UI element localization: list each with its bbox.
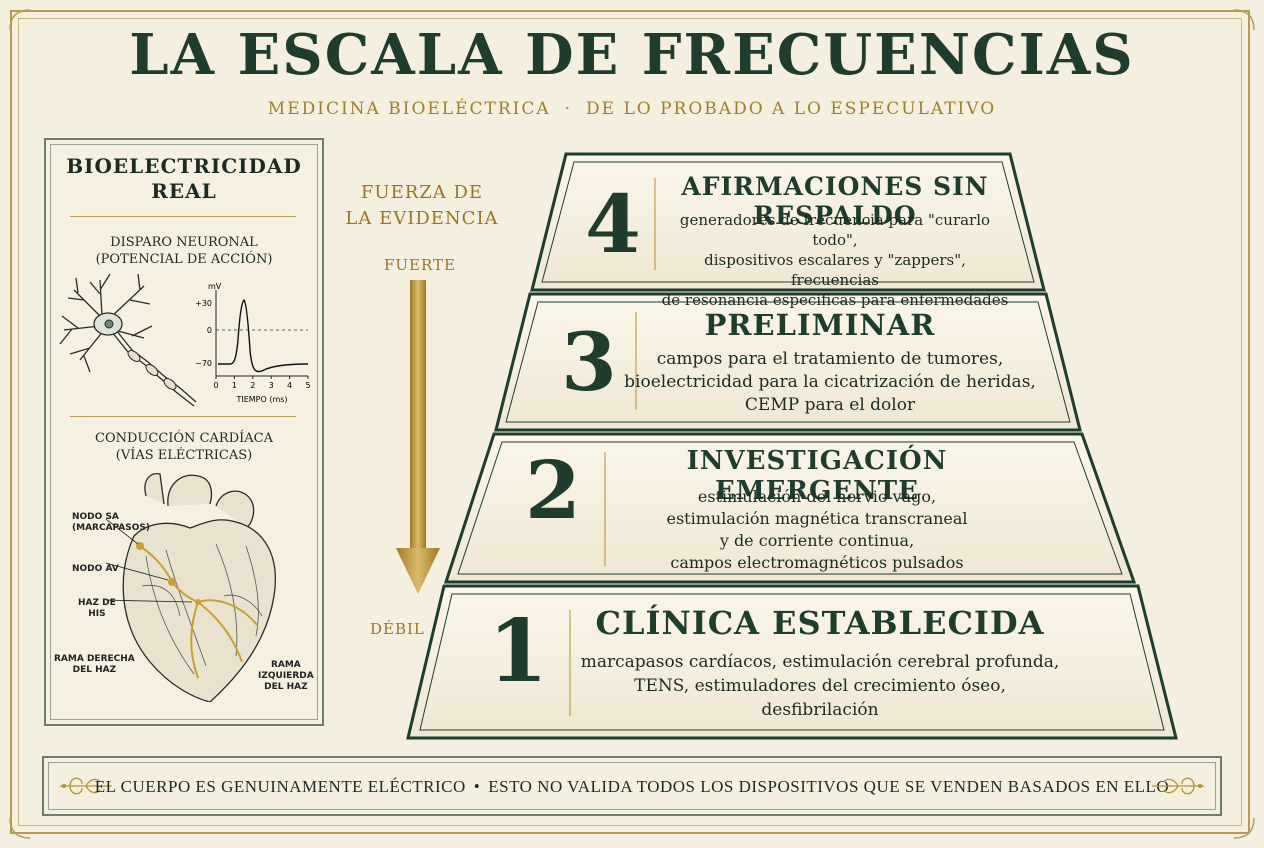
tier-2-frame xyxy=(443,432,1137,584)
tier-3-description: campos para el tratamiento de tumores, b… xyxy=(620,348,1040,417)
heart-illustration xyxy=(106,473,276,702)
heart-caption-line2: (VÍAS ELÉCTRICAS) xyxy=(115,448,253,463)
tier-3-frame xyxy=(494,292,1082,432)
outer-border xyxy=(10,10,1250,834)
tier-3-line-1: campos para el tratamiento de tumores, xyxy=(656,349,1004,369)
neuron-caption-line1: DISPARO NEURONAL xyxy=(110,235,258,250)
action-potential-chart: mV +30 0 −70 0 1 2 3 4 5 TIEMPO (ms) xyxy=(195,282,311,404)
label-sa-line2: (MARCAPASOS) xyxy=(72,523,150,533)
x-tick-label: 5 xyxy=(305,381,310,390)
banner-message: EL CUERPO ES GENUINAMENTE ELÉCTRICO • ESTO… xyxy=(44,777,1220,797)
tier-2-number: 2 xyxy=(525,443,581,537)
tier-1-number: 1 xyxy=(488,601,548,702)
evidence-arrow xyxy=(396,280,440,594)
tier-2-line-1: estimulación del nervio vago, xyxy=(697,487,937,506)
label-left-line2: IZQUIERDA xyxy=(258,671,314,681)
heart-caption-line1: CONDUCCIÓN CARDÍACA xyxy=(95,431,273,446)
panel-title-line1: BIOELECTRICIDAD xyxy=(66,154,302,178)
tier-2-line-4: campos electromagnéticos pulsados xyxy=(670,553,964,572)
banner-separator: • xyxy=(473,777,481,796)
tier-3-line-3: CEMP para el dolor xyxy=(744,395,916,415)
label-his-line1: HAZ DE xyxy=(78,598,116,608)
label-right-bundle: RAMA DERECHA DEL HAZ xyxy=(54,654,135,676)
x-axis-label: TIEMPO (ms) xyxy=(235,395,287,404)
neuron-illustration xyxy=(59,273,197,407)
tier-2-line-3: y de corriente continua, xyxy=(719,531,915,550)
tier-2-heading: INVESTIGACIÓN EMERGENTE xyxy=(686,446,948,506)
x-tick-label: 4 xyxy=(287,381,292,390)
x-tick-label: 0 xyxy=(213,381,218,390)
tier-3-number: 3 xyxy=(561,315,617,409)
y-tick-0: 0 xyxy=(207,326,212,335)
banner-right-text: ESTO NO VALIDA TODOS LOS DISPOSITIVOS QU… xyxy=(488,777,1170,796)
tier-4-line-1: generadores de frecuencia para "curarlo … xyxy=(679,211,991,249)
action-potential-trace xyxy=(218,299,309,373)
y-tick-minus70: −70 xyxy=(195,359,212,368)
neuron-caption-line2: (POTENCIAL DE ACCIÓN) xyxy=(95,252,273,267)
label-left-line1: RAMA xyxy=(270,660,301,670)
evidence-axis-label: FUERZA DE LA EVIDENCIA xyxy=(340,180,504,232)
label-right-line1: RAMA DERECHA xyxy=(54,654,135,664)
panel-title-line2: REAL xyxy=(151,179,217,203)
tier-4-line-2: dispositivos escalares y "zappers", frec… xyxy=(704,251,966,289)
panel-inner-border xyxy=(50,144,318,720)
tier-1-line-3: desfibrilación xyxy=(761,700,879,720)
x-tick-label: 1 xyxy=(232,381,237,390)
label-sa-node: NODO SA (MARCAPASOS) xyxy=(72,512,150,534)
x-tick-label: 3 xyxy=(269,381,274,390)
banner-inner-border xyxy=(48,762,1216,810)
tier-1-heading: CLÍNICA ESTABLECIDA xyxy=(595,604,1045,642)
tier-4-frame xyxy=(530,152,1046,292)
heart-caption: CONDUCCIÓN CARDÍACA (VÍAS ELÉCTRICAS) xyxy=(46,430,322,464)
label-his-line2: HIS xyxy=(88,609,106,619)
banner-left-text: EL CUERPO ES GENUINAMENTE ELÉCTRICO xyxy=(94,777,466,796)
tier-3-heading: PRELIMINAR xyxy=(704,308,936,342)
inner-border xyxy=(18,18,1242,826)
subtitle-left: MEDICINA BIOELÉCTRICA xyxy=(267,99,551,119)
left-flourish-icon xyxy=(60,777,112,795)
label-his-bundle: HAZ DE HIS xyxy=(78,598,116,620)
evidence-label-line2: LA EVIDENCIA xyxy=(345,208,499,229)
x-tick-group: 0 1 2 3 4 5 xyxy=(213,376,311,390)
label-sa-line1: NODO SA xyxy=(72,512,119,522)
y-unit-label: mV xyxy=(208,282,222,291)
label-av-node: NODO AV xyxy=(72,564,119,574)
page-subtitle: MEDICINA BIOELÉCTRICA · DE LO PROBADO A LO… xyxy=(0,99,1264,119)
tier-3-line-2: bioelectricidad para la cicatrización de… xyxy=(624,372,1036,392)
evidence-weak-label: DÉBIL xyxy=(370,620,425,638)
evidence-strong-label: FUERTE xyxy=(384,256,456,274)
panel-divider-mid xyxy=(70,416,296,417)
label-right-line2: DEL HAZ xyxy=(72,665,117,675)
tier-1-description: marcapasos cardíacos, estimulación cereb… xyxy=(570,650,1070,722)
label-left-bundle: RAMA IZQUIERDA DEL HAZ xyxy=(258,660,314,693)
panel-title: BIOELECTRICIDAD REAL xyxy=(46,154,322,204)
x-tick-label: 2 xyxy=(250,381,255,390)
panel-divider-top xyxy=(70,216,296,217)
tier-4-description: generadores de frecuencia para "curarlo … xyxy=(660,210,1010,310)
tier-1-line-2: TENS, estimuladores del crecimiento óseo… xyxy=(634,676,1006,696)
subtitle-right: DE LO PROBADO A LO ESPECULATIVO xyxy=(586,99,997,119)
tier-4-number: 4 xyxy=(585,177,641,271)
tier-2-description: estimulación del nervio vago, estimulaci… xyxy=(612,486,1022,574)
subtitle-separator: · xyxy=(564,99,573,119)
tier-4-line-3: de resonancia específicas para enfermeda… xyxy=(661,291,1009,309)
tier-1-line-1: marcapasos cardíacos, estimulación cereb… xyxy=(580,652,1060,672)
tier-1-frame xyxy=(406,584,1178,740)
page-title: LA ESCALA DE FRECUENCIAS xyxy=(129,22,1135,88)
right-flourish-icon xyxy=(1152,777,1204,795)
bottom-banner: EL CUERPO ES GENUINAMENTE ELÉCTRICO • ESTO… xyxy=(42,756,1222,816)
tier-4-heading: AFIRMACIONES SIN RESPALDO xyxy=(681,172,989,230)
bioelectricity-panel: BIOELECTRICIDAD REAL DISPARO NEURONAL (P… xyxy=(44,138,324,726)
tier-2-line-2: estimulación magnética transcraneal xyxy=(666,509,968,528)
y-tick-30: +30 xyxy=(195,299,212,308)
neuron-caption: DISPARO NEURONAL (POTENCIAL DE ACCIÓN) xyxy=(46,234,322,268)
label-left-line3: DEL HAZ xyxy=(264,682,308,692)
evidence-label-line1: FUERZA DE xyxy=(360,182,484,203)
